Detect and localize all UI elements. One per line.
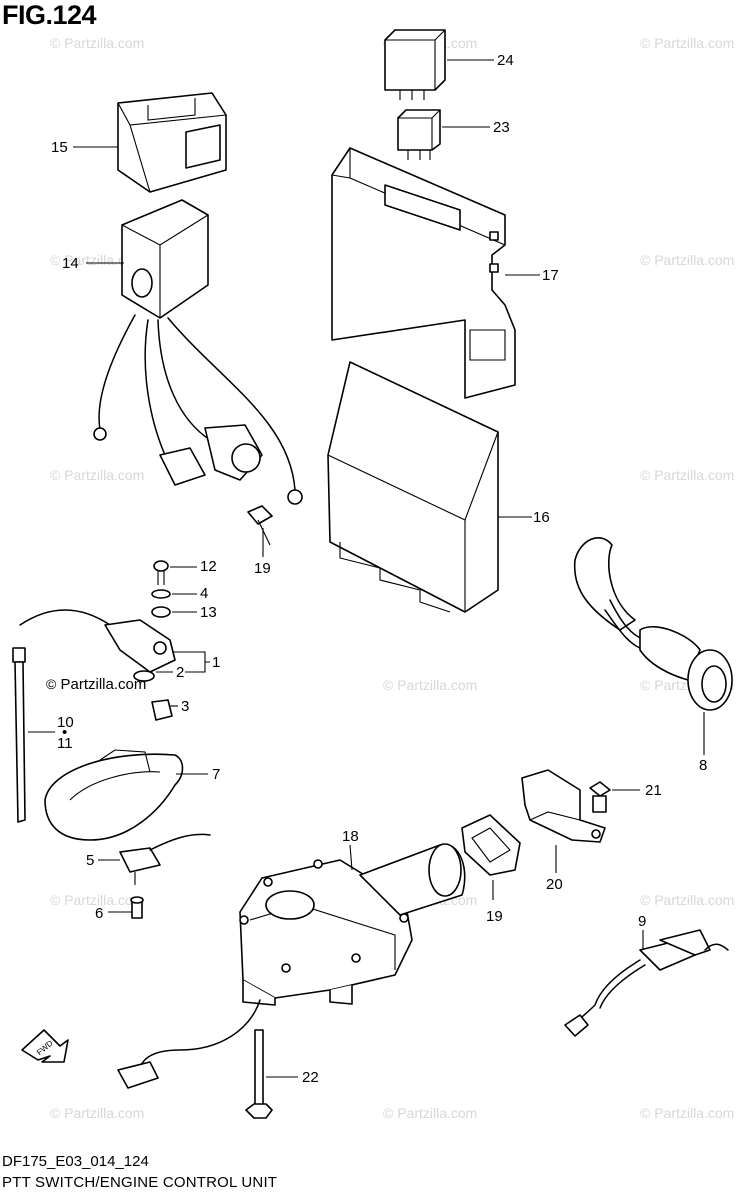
- watermark: © Partzilla.com: [640, 35, 734, 51]
- part-7-holder: [44, 749, 184, 841]
- callout-12: 12: [200, 558, 217, 575]
- callout-4: 4: [200, 585, 208, 602]
- part-2-o-ring: [133, 670, 155, 682]
- callout-19-lower: 19: [486, 908, 503, 925]
- figure-title: FIG.124: [2, 0, 97, 30]
- callout-24: 24: [497, 52, 514, 69]
- callout-5: 5: [86, 852, 94, 869]
- part-5-switch: [119, 833, 211, 885]
- figure-caption: PTT SWITCH/ENGINE CONTROL UNIT: [2, 1174, 278, 1191]
- watermark: © Partzilla.com: [640, 252, 734, 268]
- watermark: © Partzilla.com: [383, 1105, 477, 1121]
- callout-11: 11: [57, 735, 73, 752]
- part-18-ptt-motor: [117, 843, 466, 1089]
- part-22-bolt: [245, 1029, 273, 1119]
- figure-code: DF175_E03_014_124: [2, 1153, 149, 1170]
- callout-16: 16: [533, 509, 550, 526]
- leader-lines: [28, 59, 705, 1078]
- watermark: © Partzilla.com: [50, 892, 144, 908]
- callout-6: 6: [95, 905, 103, 922]
- callout-23: 23: [493, 119, 510, 136]
- part-16-ecu: [327, 361, 499, 613]
- part-14-module: [93, 199, 303, 505]
- callout-19-upper: 19: [254, 560, 271, 577]
- callout-21: 21: [645, 782, 662, 799]
- fwd-arrow-icon: FWD: [21, 1029, 69, 1063]
- copyright-symbol: ©: [46, 676, 57, 692]
- callout-2: 2: [176, 664, 184, 681]
- part-1-sensor: [19, 609, 176, 673]
- watermark: © Partzilla.com: [50, 467, 144, 483]
- callout-18: 18: [342, 828, 359, 845]
- part-9-switch: [564, 929, 729, 1037]
- watermark: © Partzilla.com: [50, 252, 144, 268]
- watermark: © Partzilla.com: [640, 892, 734, 908]
- watermark: © Partzilla.com: [50, 35, 144, 51]
- callout-17: 17: [542, 267, 559, 284]
- callout-13: 13: [200, 604, 217, 621]
- part-15-cover: [117, 92, 227, 193]
- part-23-relay: [397, 109, 441, 160]
- callout-3: 3: [181, 698, 189, 715]
- callouts: 24 23 15 14 17 16 19 12 4 13 1 2 3 10 • …: [51, 52, 707, 1086]
- part-20-bracket: [521, 769, 606, 843]
- callout-8: 8: [699, 757, 707, 774]
- part-8-switch: [573, 537, 733, 711]
- part-3-clip: [151, 699, 173, 721]
- callout-1: 1: [212, 654, 220, 671]
- hardware-stack: [151, 560, 171, 618]
- callout-20: 20: [546, 876, 563, 893]
- part-10-cable-tie: [12, 647, 26, 823]
- part-19-bolt: [247, 505, 273, 546]
- copyright-text: Partzilla.com: [60, 676, 147, 693]
- callout-9: 9: [638, 913, 646, 930]
- part-17-ecu-cover: [331, 147, 516, 399]
- callout-14: 14: [62, 255, 79, 272]
- watermark: © Partzilla.com: [640, 467, 734, 483]
- callout-10: 10: [57, 714, 74, 731]
- callout-22: 22: [302, 1069, 319, 1086]
- part-21-bolt: [589, 781, 611, 813]
- watermark: © Partzilla.com: [50, 1105, 144, 1121]
- part-24-relay: [384, 29, 446, 100]
- part-19-grommet: [461, 814, 521, 876]
- copyright-notice: © Partzilla.com: [46, 676, 146, 693]
- callout-15: 15: [51, 139, 68, 156]
- callout-10-11-dot: •: [62, 724, 67, 741]
- watermark: © Partzilla.com: [383, 677, 477, 693]
- part-6-screw: [130, 896, 144, 919]
- watermark: © Partzilla.com: [640, 1105, 734, 1121]
- callout-7: 7: [212, 766, 220, 783]
